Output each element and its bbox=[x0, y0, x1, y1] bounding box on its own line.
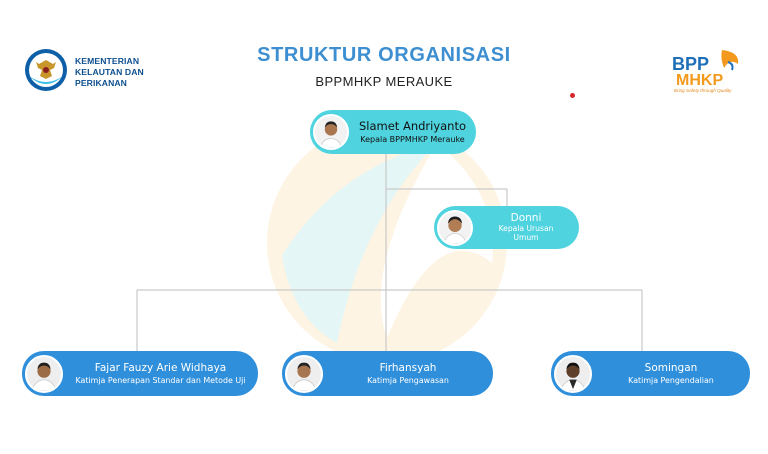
team-lead-3-role: Katimja Pengendalian bbox=[628, 375, 714, 385]
team-lead-1-role: Katimja Penerapan Standar dan Metode Uji bbox=[75, 375, 246, 385]
page-subtitle: BPPMHKP MERAUKE bbox=[315, 74, 453, 89]
red-dot bbox=[570, 93, 575, 98]
org-node-head: Slamet Andriyanto Kepala BPPMHKP Merauke bbox=[310, 110, 476, 154]
org-node-team-lead-2: Firhansyah Katimja Pengawasan bbox=[282, 351, 493, 396]
org-node-general-affairs: Donni Kepala Urusan Umum bbox=[434, 206, 579, 249]
kkp-garuda-emblem-icon bbox=[25, 49, 67, 91]
bpp-logo-line1: BPP bbox=[672, 54, 709, 74]
avatar bbox=[437, 209, 473, 246]
donni-name: Donni bbox=[510, 212, 542, 225]
kkp-line-2: KELAUTAN DAN bbox=[75, 67, 144, 77]
page-title: STRUKTUR ORGANISASI bbox=[257, 44, 511, 66]
person-photo-icon bbox=[556, 356, 590, 391]
kkp-line-1: KEMENTERIAN bbox=[75, 56, 140, 66]
donni-role: Kepala Urusan Umum bbox=[498, 224, 554, 243]
org-node-team-lead-1: Fajar Fauzy Arie Widhaya Katimja Penerap… bbox=[22, 351, 258, 396]
person-photo-icon bbox=[439, 211, 471, 244]
avatar bbox=[25, 354, 63, 393]
bpp-tagline: Bring Safety through Quality bbox=[674, 88, 732, 93]
team-lead-2-name: Firhansyah bbox=[379, 361, 437, 374]
team-lead-1-name: Fajar Fauzy Arie Widhaya bbox=[94, 361, 227, 374]
bpp-logo-line2: MHKP bbox=[676, 72, 723, 89]
avatar bbox=[554, 354, 592, 393]
team-lead-2-role: Katimja Pengawasan bbox=[367, 375, 449, 385]
head-name: Slamet Andriyanto bbox=[358, 118, 467, 133]
org-node-team-lead-3: Somingan Katimja Pengendalian bbox=[551, 351, 750, 396]
head-role: Kepala BPPMHKP Merauke bbox=[360, 135, 465, 145]
kkp-logo-text: KEMENTERIAN KELAUTAN DAN PERIKANAN bbox=[75, 56, 144, 89]
team-lead-3-name: Somingan bbox=[644, 361, 698, 374]
person-photo-icon bbox=[287, 356, 321, 391]
avatar bbox=[313, 114, 349, 150]
person-photo-icon bbox=[315, 116, 347, 148]
person-photo-icon bbox=[27, 356, 61, 391]
bppmhkp-logo-icon: BPP MHKP bbox=[672, 50, 739, 89]
avatar bbox=[285, 354, 323, 393]
watermark-logo-icon bbox=[267, 123, 507, 363]
kkp-line-3: PERIKANAN bbox=[75, 78, 127, 88]
